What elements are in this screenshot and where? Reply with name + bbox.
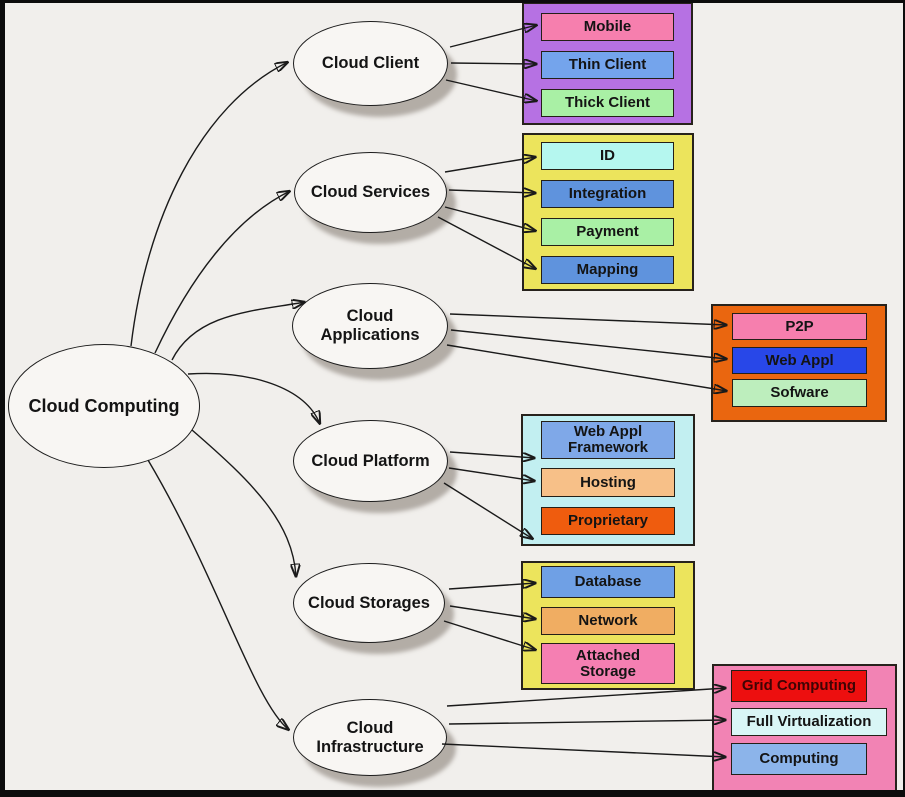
- leaf-label: Mobile: [583, 18, 632, 35]
- leaf-label: Mapping: [576, 261, 639, 278]
- leaf-network: Network: [541, 607, 675, 635]
- node-cloud-applications: Cloud Applications: [292, 283, 448, 369]
- leaf-label: Integration: [568, 185, 647, 202]
- leaf-attached-storage: Attached Storage: [541, 643, 675, 684]
- arrow-infrastructure-to-grid-computing: [446, 688, 726, 707]
- arrow-root-to-cloud-platform: [187, 372, 320, 424]
- leaf-web-appl: Web Appl: [732, 347, 867, 374]
- node-cloud-services: Cloud Services: [294, 152, 447, 233]
- group-cloud-client: Mobile Thin Client Thick Client: [522, 2, 693, 125]
- node-label: Cloud Applications: [320, 307, 420, 344]
- leaf-id: ID: [541, 142, 674, 170]
- group-cloud-applications: P2P Web Appl Sofware: [711, 304, 887, 422]
- leaf-p2p: P2P: [732, 313, 867, 340]
- leaf-label: Full Virtualization: [746, 713, 872, 730]
- arrow-root-to-cloud-services: [154, 191, 290, 354]
- leaf-label: Network: [578, 612, 638, 629]
- leaf-thin-client: Thin Client: [541, 51, 674, 79]
- group-cloud-storages: Database Network Attached Storage: [521, 561, 695, 690]
- leaf-grid-computing: Grid Computing: [731, 670, 867, 702]
- leaf-label: Proprietary: [567, 512, 649, 529]
- arrow-root-to-cloud-infrastructure: [147, 459, 289, 730]
- node-label: Cloud Infrastructure: [316, 718, 424, 756]
- node-cloud-computing: Cloud Computing: [8, 344, 200, 468]
- leaf-label: Sofware: [770, 384, 829, 401]
- leaf-label: Computing: [759, 750, 839, 767]
- leaf-hosting: Hosting: [541, 468, 675, 497]
- leaf-full-virtualization: Full Virtualization: [731, 708, 887, 736]
- leaf-thick-client: Thick Client: [541, 89, 674, 117]
- arrow-root-to-cloud-storages: [191, 429, 296, 577]
- node-label: Cloud Computing: [28, 395, 180, 416]
- node-label: Cloud Services: [310, 183, 431, 201]
- leaf-label: Payment: [576, 223, 639, 240]
- node-label: Cloud Platform: [311, 451, 430, 470]
- leaf-label: Web Appl Framework: [567, 423, 649, 456]
- leaf-integration: Integration: [541, 180, 674, 208]
- arrow-infrastructure-to-full-virtualization: [448, 720, 726, 724]
- arrow-platform-to-proprietary: [443, 482, 533, 539]
- leaf-label: Database: [574, 573, 642, 590]
- leaf-label: Thin Client: [568, 56, 647, 73]
- leaf-label: ID: [600, 147, 615, 164]
- leaf-mobile: Mobile: [541, 13, 674, 41]
- group-cloud-platform: Web Appl Framework Hosting Proprietary: [521, 414, 695, 546]
- node-cloud-infrastructure: Cloud Infrastructure: [293, 699, 447, 776]
- arrow-root-to-cloud-client: [130, 62, 288, 347]
- leaf-label: P2P: [785, 317, 814, 335]
- group-cloud-infrastructure: Grid Computing Full Virtualization Compu…: [712, 664, 897, 792]
- arrow-applications-to-p2p: [449, 313, 727, 325]
- leaf-sofware: Sofware: [732, 379, 867, 407]
- leaf-label: Attached Storage: [575, 646, 641, 680]
- leaf-label: Web Appl: [765, 351, 834, 369]
- node-label: Cloud Client: [321, 54, 420, 72]
- node-cloud-client: Cloud Client: [293, 21, 448, 106]
- node-cloud-platform: Cloud Platform: [293, 420, 448, 502]
- leaf-payment: Payment: [541, 218, 674, 246]
- leaf-mapping: Mapping: [541, 256, 674, 284]
- leaf-label: Thick Client: [564, 94, 650, 111]
- arrow-root-to-cloud-applications: [171, 302, 305, 361]
- leaf-proprietary: Proprietary: [541, 507, 675, 535]
- node-cloud-storages: Cloud Storages: [293, 563, 445, 643]
- leaf-label: Grid Computing: [741, 677, 857, 694]
- arrow-applications-to-sofware: [446, 344, 727, 391]
- leaf-web-appl-framework: Web Appl Framework: [541, 421, 675, 459]
- leaf-database: Database: [541, 566, 675, 598]
- arrow-applications-to-web-appl: [450, 329, 727, 359]
- leaf-label: Hosting: [580, 473, 636, 491]
- leaf-computing: Computing: [731, 743, 867, 775]
- group-cloud-services: ID Integration Payment Mapping: [522, 133, 694, 291]
- arrow-infrastructure-to-computing: [441, 743, 726, 757]
- node-label: Cloud Storages: [308, 593, 430, 612]
